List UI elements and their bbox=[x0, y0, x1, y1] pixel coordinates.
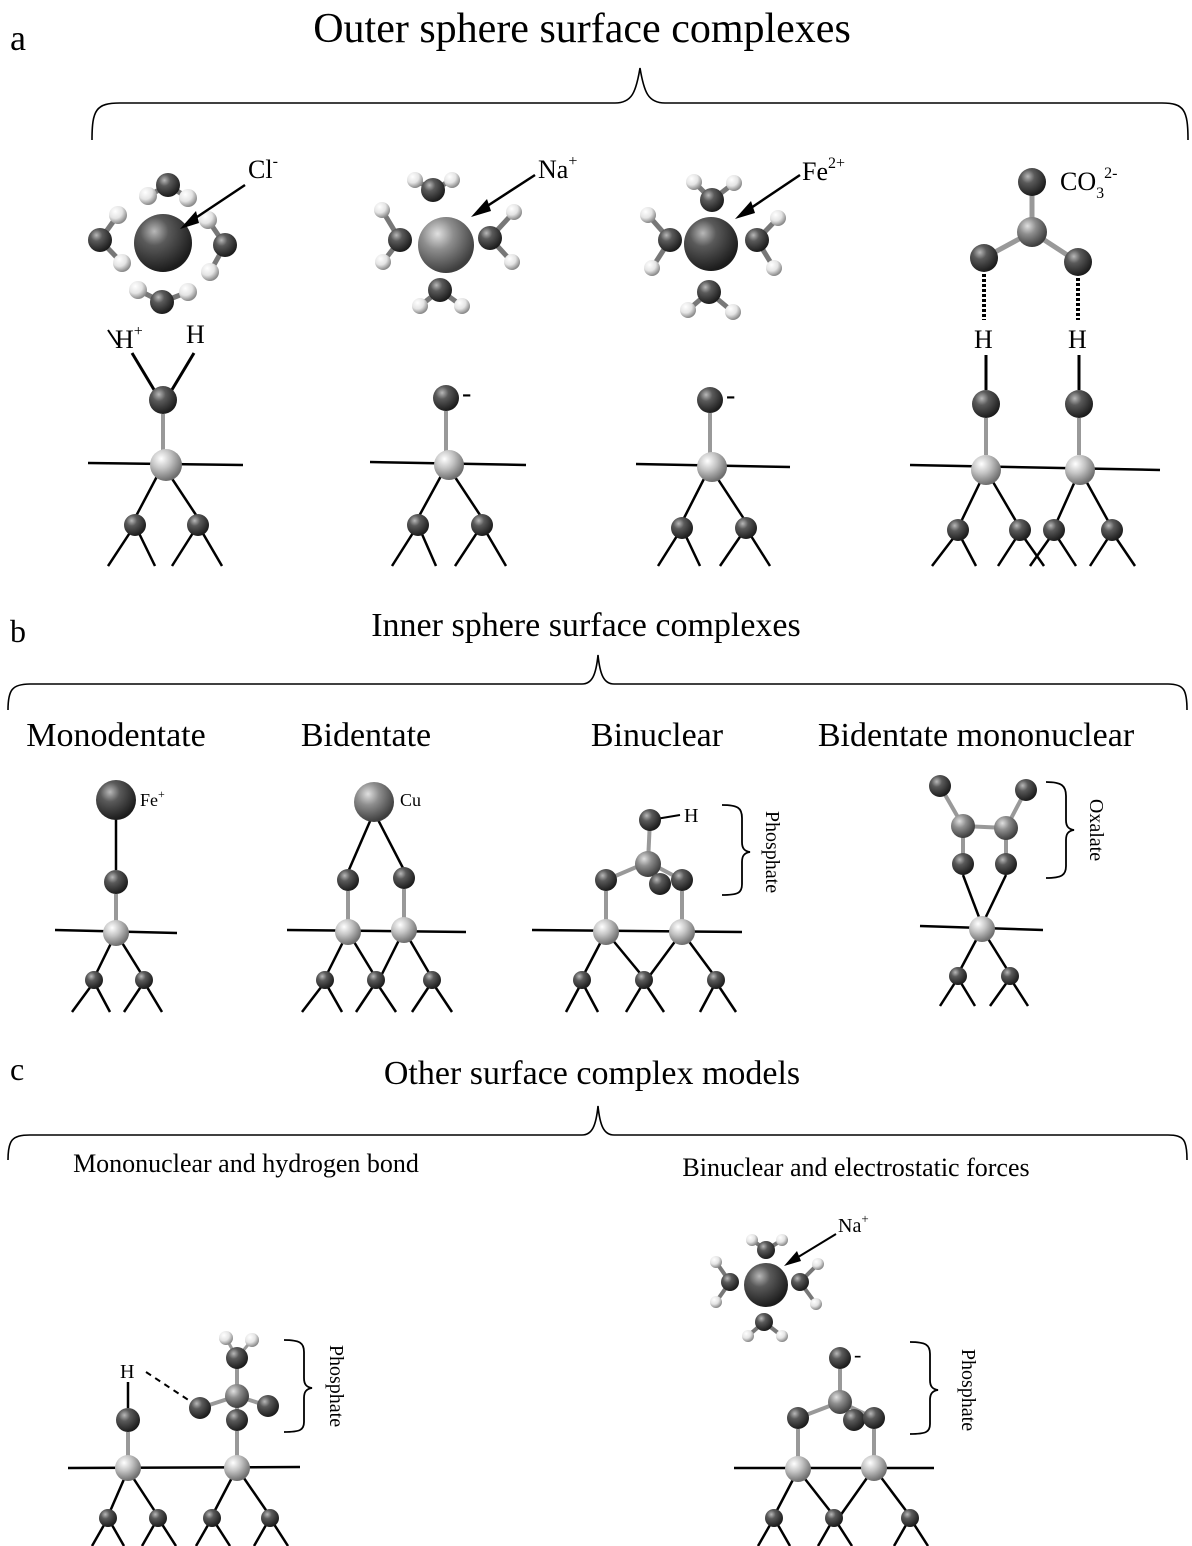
sodium-atom bbox=[418, 217, 474, 273]
chloride-atom bbox=[134, 214, 192, 272]
cl-label: Cl bbox=[248, 155, 273, 184]
bidentate-mononuclear-model: Oxalate bbox=[919, 775, 1107, 1007]
subtitle-monodentate: Monodentate bbox=[26, 717, 205, 754]
phosphate-label-c1: Phosphate bbox=[325, 1345, 347, 1427]
h-plus-charge: + bbox=[134, 323, 143, 340]
na-charge: + bbox=[568, 153, 577, 170]
iron-complex: Fe2+ - bbox=[635, 155, 845, 567]
fe-atom-charge: + bbox=[158, 787, 165, 801]
chloride-complex: Cl- H+ H bbox=[87, 153, 278, 567]
phosphate-brace-c2 bbox=[909, 1341, 939, 1435]
co3-sub: 3 bbox=[1096, 185, 1104, 202]
cl-charge: - bbox=[273, 153, 278, 170]
svg-text:H+: H+ bbox=[115, 323, 143, 354]
svg-text:Na+: Na+ bbox=[838, 1211, 869, 1237]
subtitle-binuclear-electrostatic: Binuclear and electrostatic forces bbox=[682, 1153, 1029, 1182]
phosphate-brace-b bbox=[721, 804, 751, 896]
phosphate-label-c2: Phosphate bbox=[957, 1349, 979, 1431]
panel-c-letter: c bbox=[10, 1051, 24, 1087]
binuclear-electrostatic-model: Na+ - Phosphate bbox=[710, 1211, 979, 1546]
fe-atom-label: Fe bbox=[140, 790, 158, 810]
co3-charge: 2- bbox=[1104, 165, 1117, 182]
iron-atom bbox=[684, 217, 738, 271]
surface-o-charge-2: - bbox=[726, 380, 735, 411]
c-na-label: Na bbox=[838, 1215, 861, 1237]
phosphate-brace-c1 bbox=[283, 1339, 313, 1433]
svg-text:CO32-: CO32- bbox=[1060, 165, 1117, 202]
panel-a-letter: a bbox=[10, 18, 26, 58]
panel-b-brace bbox=[7, 654, 1188, 711]
panel-b-letter: b bbox=[10, 613, 26, 649]
phosphate-h-label: H bbox=[684, 805, 698, 827]
h-plus-label: H bbox=[115, 325, 134, 354]
subtitle-binuclear: Binuclear bbox=[591, 717, 724, 754]
svg-text:Fe+: Fe+ bbox=[140, 787, 165, 810]
monodentate-model: Fe+ bbox=[54, 780, 178, 1013]
sodium-complex: Na+ - bbox=[369, 153, 577, 567]
fe-label: Fe bbox=[802, 157, 828, 186]
panel-c-title: Other surface complex models bbox=[384, 1055, 800, 1092]
binuclear-model: H Phosphate bbox=[531, 804, 783, 1013]
cu-atom-label: Cu bbox=[400, 790, 421, 810]
svg-text:Fe2+: Fe2+ bbox=[802, 155, 845, 186]
oxalate-brace bbox=[1045, 781, 1075, 879]
fe-charge: 2+ bbox=[828, 155, 845, 172]
panel-b: b Inner sphere surface complexes Monoden… bbox=[7, 607, 1188, 1013]
panel-c: c Other surface complex models Mononucle… bbox=[7, 1051, 1188, 1546]
panel-a-title: Outer sphere surface complexes bbox=[313, 6, 851, 52]
sodium-atom-c bbox=[744, 1263, 788, 1307]
panel-a-brace bbox=[91, 67, 1189, 141]
svg-text:Cl-: Cl- bbox=[248, 153, 278, 184]
phosphate-label-b: Phosphate bbox=[761, 811, 783, 893]
c-na-charge: + bbox=[861, 1211, 868, 1226]
mononuclear-hbond-model: H Phosphate bbox=[67, 1331, 347, 1546]
surface-o-charge: - bbox=[462, 378, 471, 409]
carbonate-complex: CO32- H H bbox=[909, 165, 1161, 567]
panel-a: a Outer sphere surface complexes Cl- bbox=[10, 6, 1189, 567]
panel-c-brace bbox=[7, 1105, 1188, 1161]
subtitle-mononuclear-hbond: Mononuclear and hydrogen bond bbox=[73, 1149, 419, 1178]
carbonate-h-right: H bbox=[1068, 325, 1087, 354]
na-label: Na bbox=[538, 155, 569, 184]
co3-label: CO bbox=[1060, 167, 1096, 196]
subtitle-bidentate: Bidentate bbox=[301, 717, 431, 754]
oxalate-label: Oxalate bbox=[1085, 799, 1107, 861]
panel-b-title: Inner sphere surface complexes bbox=[371, 607, 801, 644]
subtitle-bidentate-mononuclear: Bidentate mononuclear bbox=[818, 717, 1135, 754]
h-label: H bbox=[186, 320, 205, 349]
c-h-label: H bbox=[120, 1361, 134, 1383]
c-minus-label: - bbox=[854, 1342, 861, 1367]
bidentate-model: Cu bbox=[286, 782, 467, 1013]
carbonate-h-left: H bbox=[974, 325, 993, 354]
svg-text:Na+: Na+ bbox=[538, 153, 577, 184]
